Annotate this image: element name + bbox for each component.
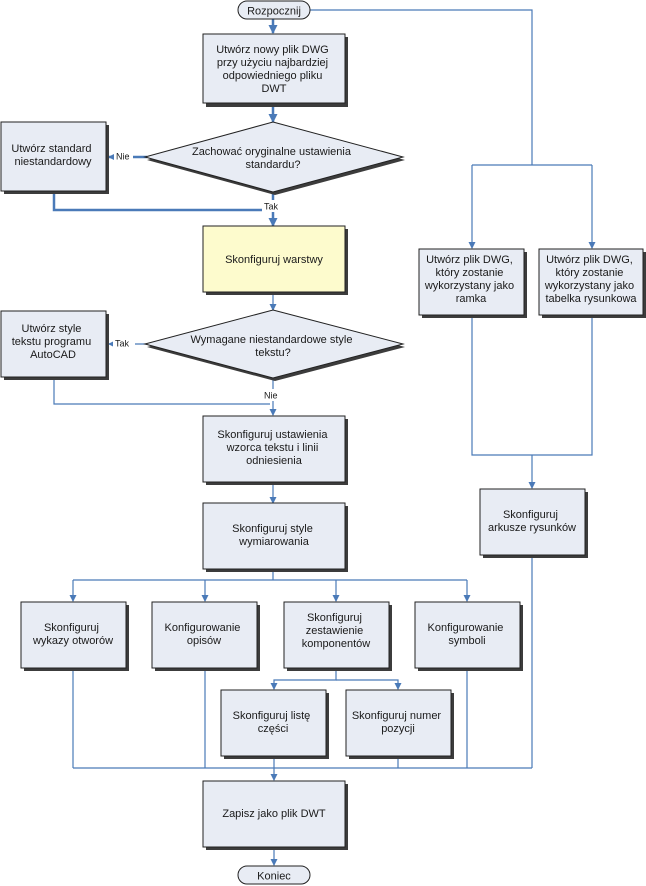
config-bom-line-2: zestawienie (306, 625, 363, 637)
svg-text:Konfigurowanie symboli: Konfigurowanie symboli (428, 622, 507, 647)
config-text-pattern-process[interactable]: Skonfiguruj ustawienia wzorca tekstu i l… (202, 415, 348, 485)
config-bom-process[interactable]: Skonfiguruj zestawienie komponentów (283, 601, 392, 671)
config-dim-styles-line-2: wymiarowania (238, 536, 310, 548)
config-dim-styles-process[interactable]: Skonfiguruj style wymiarowania (202, 502, 348, 572)
config-holes-line-1: Skonfiguruj (44, 622, 99, 634)
create-titleblock-line-3: wykorzystany jako (544, 280, 634, 292)
svg-text:Skonfiguruj wykazy otw: Skonfiguruj wykazy otworów (32, 622, 113, 647)
config-holes-line-2: wykazy otworów (32, 635, 113, 647)
connector-start-right (310, 9, 533, 165)
label-tak-1: Tak (264, 202, 279, 212)
config-layers-line-1: Skonfiguruj warstwy (225, 254, 323, 266)
connector-titleblock-down (532, 316, 593, 456)
config-text-pattern-line-3: odniesienia (246, 455, 303, 467)
create-text-styles-line-2: tekstu programu (12, 336, 91, 348)
decision-text-line-2: tekstu? (255, 347, 290, 359)
connector-frame-down (471, 316, 532, 456)
svg-text:Utwórz plik DWG, który: Utwórz plik DWG, który zostanie wykorzys… (544, 254, 638, 305)
label-tak-2: Tak (115, 339, 130, 349)
create-titleblock-line-1: Utwórz plik DWG, (546, 254, 633, 266)
config-descriptions-line-2: opisów (187, 635, 221, 647)
svg-text:Skonfiguruj numer pozy: Skonfiguruj numer pozycji (352, 710, 444, 735)
label-nie-2: Nie (264, 391, 278, 401)
create-dwg-line-4: DWT (261, 83, 286, 95)
create-text-styles-process[interactable]: Utwórz style tekstu programu AutoCAD (0, 310, 109, 380)
svg-text:Zapisz jako plik DWT: Zapisz jako plik DWT (222, 808, 326, 820)
config-layers-process[interactable]: Skonfiguruj warstwy (202, 225, 348, 295)
svg-text:Utwórz plik DWG, który: Utwórz plik DWG, który zostanie wykorzys… (424, 254, 517, 305)
create-frame-line-2: który zostanie (436, 267, 504, 279)
svg-text:Utwórz standard niesta: Utwórz standard niestandardowy (11, 143, 94, 168)
connector-textstyles-merge (53, 380, 270, 405)
connector-bom-to-sub (270, 669, 337, 690)
create-text-styles-line-1: Utwórz style (22, 323, 82, 335)
config-symbols-line-2: symboli (448, 635, 485, 647)
config-parts-list-line-1: Skonfiguruj listę (233, 710, 311, 722)
config-sheets-line-2: arkusze rysunków (488, 522, 576, 534)
create-dwg-process[interactable]: Utwórz nowy plik DWG przy użyciu najbard… (202, 33, 348, 107)
svg-text:Skonfiguruj listę częś: Skonfiguruj listę części (233, 710, 314, 735)
create-frame-line-3: wykorzystany jako (424, 280, 514, 292)
decision-keep-settings[interactable]: Zachować oryginalne ustawienia standardu… (143, 121, 405, 195)
label-nie-1: Nie (116, 152, 130, 162)
create-dwg-line-3: odpowiedniego pliku (223, 70, 323, 82)
decision-text-line-1: Wymagane niestandardowe style (191, 334, 353, 346)
config-text-pattern-line-1: Skonfiguruj ustawienia (217, 429, 328, 441)
create-dwg-line-2: przy użyciu najbardziej (217, 57, 328, 69)
create-frame-line-4: ramka (456, 293, 487, 305)
svg-text:Rozpocznij: Rozpocznij (247, 6, 301, 18)
create-nonstandard-process[interactable]: Utwórz standard niestandardowy (0, 121, 109, 194)
start-label: Rozpocznij (247, 6, 301, 18)
svg-text:Skonfiguruj style wymi: Skonfiguruj style wymiarowania (232, 523, 316, 548)
config-sheets-line-1: Skonfiguruj (503, 509, 558, 521)
save-dwt-line-1: Zapisz jako plik DWT (222, 808, 326, 820)
config-bom-line-1: Skonfiguruj (307, 612, 362, 624)
svg-text:Skonfiguruj zestawieni: Skonfiguruj zestawienie komponentów (302, 612, 371, 650)
decision-keep-line-2: standardu? (245, 159, 300, 171)
config-holes-process[interactable]: Skonfiguruj wykazy otworów (20, 601, 129, 671)
create-text-styles-line-3: AutoCAD (30, 349, 76, 361)
config-descriptions-process[interactable]: Konfigurowanie opisów (151, 601, 260, 671)
create-titleblock-line-4: tabelka rysunkowa (545, 293, 637, 305)
connectors (52, 9, 596, 866)
config-dim-styles-line-1: Skonfiguruj style (232, 523, 313, 535)
create-dwg-line-1: Utwórz nowy plik DWG (216, 44, 328, 56)
config-sheets-process[interactable]: Skonfiguruj arkusze rysunków (479, 488, 588, 558)
create-frame-line-1: Utwórz plik DWG, (426, 254, 513, 266)
svg-text:Zachować oryginalne ustawienia: Zachować oryginalne ustawienia standardu… (192, 146, 354, 171)
svg-text:Skonfiguruj ustawienia: Skonfiguruj ustawienia wzorca tekstu i l… (217, 429, 330, 467)
decision-text-styles[interactable]: Wymagane niestandardowe style tekstu? (143, 309, 405, 381)
connector-nonstd-merge (52, 194, 268, 212)
end-label: Koniec (257, 871, 291, 883)
create-nonstandard-line-2: niestandardowy (14, 156, 92, 168)
config-symbols-process[interactable]: Konfigurowanie symboli (414, 601, 523, 671)
config-descriptions-line-1: Konfigurowanie (165, 622, 241, 634)
svg-text:Utwórz nowy plik DWG p: Utwórz nowy plik DWG przy użyciu najbard… (216, 44, 332, 95)
config-item-number-process[interactable]: Skonfiguruj numer pozycji (345, 689, 454, 759)
start-terminator[interactable]: Rozpocznij (237, 0, 311, 20)
svg-text:Skonfiguruj warstwy: Skonfiguruj warstwy (225, 254, 323, 266)
svg-text:Wymagane niestandardowe style: Wymagane niestandardowe style tekstu? (191, 334, 356, 359)
create-titleblock-line-2: który zostanie (556, 267, 624, 279)
save-dwt-process[interactable]: Zapisz jako plik DWT (202, 780, 348, 850)
config-item-number-line-2: pozycji (381, 723, 415, 735)
end-terminator[interactable]: Koniec (237, 865, 311, 885)
svg-text:Skonfiguruj arkusze ry: Skonfiguruj arkusze rysunków (488, 509, 576, 534)
svg-text:Koniec: Koniec (257, 871, 291, 883)
config-parts-list-process[interactable]: Skonfiguruj listę części (220, 689, 329, 759)
create-nonstandard-line-1: Utwórz standard (11, 143, 91, 155)
svg-text:Konfigurowanie opisów: Konfigurowanie opisów (165, 622, 244, 647)
decision-keep-line-1: Zachować oryginalne ustawienia (192, 146, 352, 158)
create-titleblock-process[interactable]: Utwórz plik DWG, który zostanie wykorzys… (538, 248, 646, 318)
config-item-number-line-1: Skonfiguruj numer (352, 710, 442, 722)
create-frame-process[interactable]: Utwórz plik DWG, który zostanie wykorzys… (418, 248, 527, 318)
config-symbols-line-1: Konfigurowanie (428, 622, 504, 634)
svg-text:Utwórz style tekstu pr: Utwórz style tekstu programu AutoCAD (12, 323, 95, 361)
config-text-pattern-line-2: wzorca tekstu i linii (226, 442, 319, 454)
config-bom-line-3: komponentów (302, 638, 371, 650)
config-parts-list-line-2: części (258, 723, 289, 735)
connector-bom-to-item (336, 679, 402, 690)
